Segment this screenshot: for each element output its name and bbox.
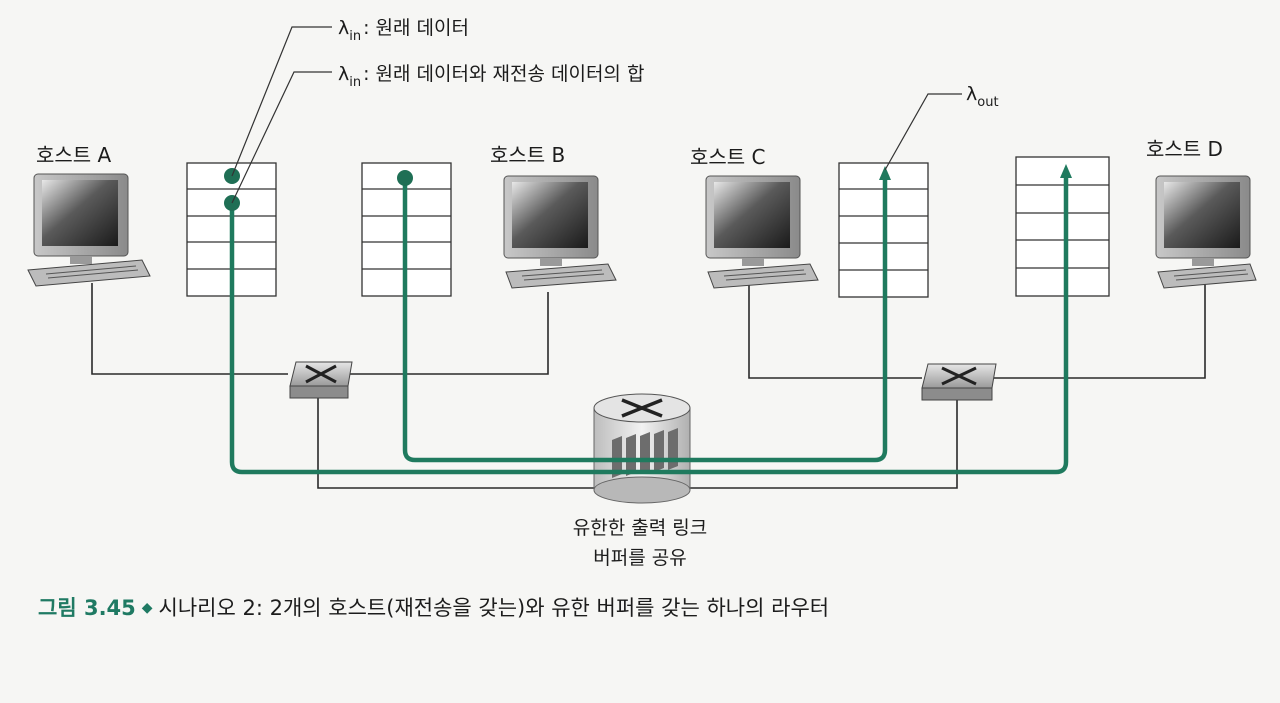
switch-icon-left: [289, 361, 353, 399]
dot-icon-host-b-source: [397, 170, 413, 186]
figure-caption: 그림 3.45 ◆ 시나리오 2: 2개의 호스트(재전송을 갖는)와 유한 버퍼를…: [38, 592, 829, 622]
legend-lambda-out: λout: [966, 83, 999, 110]
diamond-icon: ◆: [141, 600, 153, 616]
wire-router-switch2: [684, 400, 958, 489]
network-wires: [91, 282, 1206, 489]
router-caption: 유한한 출력 링크 버퍼를 공유: [540, 513, 740, 573]
wire-host-a: [91, 283, 288, 375]
arrowhead-icon-host-c: [879, 166, 891, 180]
flow-arrowheads: [879, 164, 1072, 180]
flow-host-b-to-c: [402, 171, 888, 463]
leader-line-lambda-out: [884, 93, 962, 171]
flow-lines: [229, 169, 1069, 475]
host-d-buffer: [1015, 156, 1110, 297]
legend-line-1: λin: 원래 데이터: [338, 17, 469, 44]
figure-number: 그림 3.45: [38, 596, 136, 620]
computer-icon-host-d: [1155, 175, 1257, 289]
leader-line-lambda-in-1: [231, 26, 332, 177]
wire-host-c: [748, 282, 922, 379]
leader-line-lambda-in-2: [231, 71, 332, 204]
flow-host-a-to-d: [229, 169, 1069, 475]
computer-icon-host-b: [503, 175, 617, 289]
computer-icon-host-a: [27, 173, 151, 287]
legend-line-2: λin: 원래 데이터와 재전송 데이터의 합: [338, 63, 644, 90]
wire-host-d: [992, 283, 1206, 379]
router-caption-line-1: 유한한 출력 링크: [572, 517, 708, 539]
host-a-label: 호스트 A: [36, 143, 112, 167]
computer-icon-host-c: [705, 175, 819, 289]
host-c-label: 호스트 C: [690, 145, 766, 169]
router-caption-line-2: 버퍼를 공유: [593, 547, 687, 569]
flow-source-dots: [224, 168, 413, 211]
arrowhead-icon-host-d: [1060, 164, 1072, 178]
switch-icon-right: [921, 363, 997, 401]
router-icon: [593, 393, 691, 504]
host-d-label: 호스트 D: [1146, 137, 1223, 161]
wire-switch1-router: [317, 396, 600, 489]
figure-caption-text: 시나리오 2: 2개의 호스트(재전송을 갖는)와 유한 버퍼를 갖는 하나의 …: [158, 596, 830, 620]
host-b-label: 호스트 B: [490, 143, 565, 167]
leader-lines: [231, 26, 962, 204]
wire-host-b: [349, 292, 549, 375]
